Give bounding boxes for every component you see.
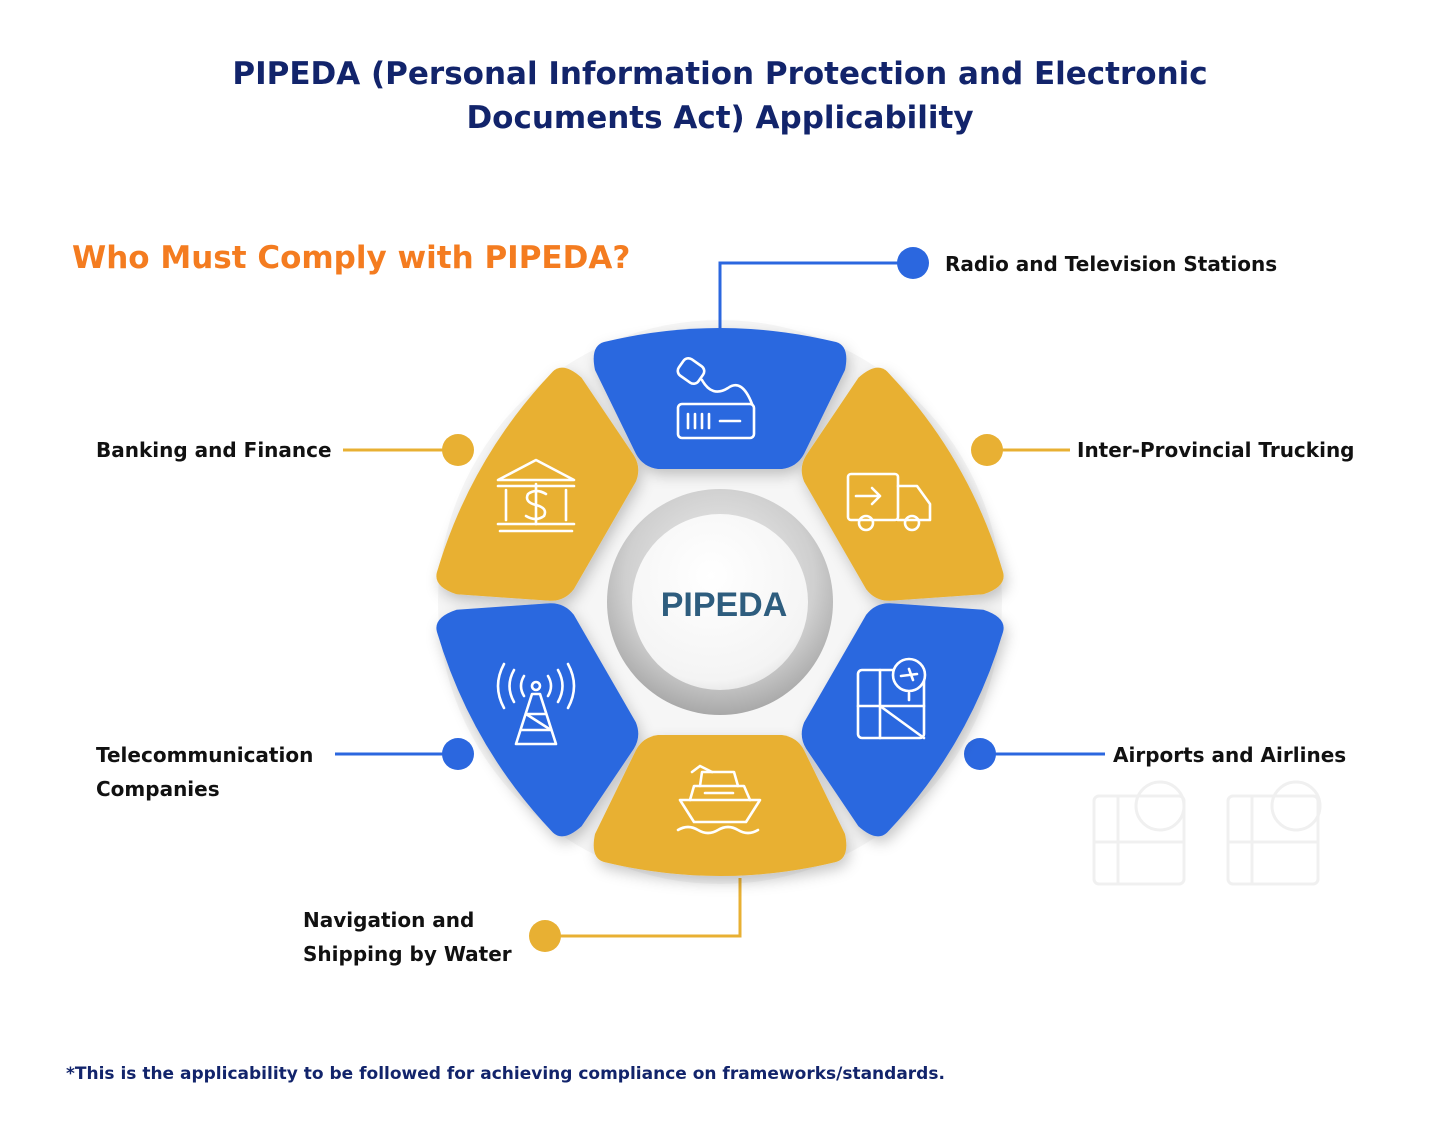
truck-icon [846, 472, 932, 532]
label-airports-line-1: Airports and Airlines [1113, 743, 1347, 767]
connector-lines [335, 247, 1105, 952]
label-trucking-line-1: Inter-Provincial Trucking [1077, 438, 1355, 462]
label-trucking: Inter-Provincial Trucking [1077, 433, 1355, 467]
bank-icon [496, 458, 576, 533]
connector-dot-trucking [971, 434, 1003, 466]
connector-dot-airports [964, 738, 996, 770]
connector-dot-banking [442, 434, 474, 466]
connector-shipping [545, 878, 742, 938]
label-shipping-line-2: Shipping by Water [303, 942, 512, 966]
label-shipping-line-1: Navigation and [303, 908, 475, 932]
decorative-map-icons [1092, 780, 1322, 886]
connector-dot-shipping [529, 920, 561, 952]
footnote: *This is the applicability to be followe… [66, 1064, 945, 1084]
page-title: PIPEDA (Personal Information Protection … [0, 52, 1440, 140]
antenna-tower-icon [496, 662, 576, 746]
connector-dot-radio [897, 247, 929, 279]
label-telecom: Telecommunication Companies [96, 738, 313, 806]
connector-radio [718, 261, 913, 328]
center-disc [632, 514, 808, 690]
title-line-1: PIPEDA (Personal Information Protection … [232, 56, 1208, 92]
label-banking-line-1: Banking and Finance [96, 438, 332, 462]
label-banking: Banking and Finance [96, 433, 332, 467]
section-subtitle: Who Must Comply with PIPEDA? [72, 240, 631, 276]
airport-map-icon [856, 657, 927, 740]
title-line-2: Documents Act) Applicability [466, 100, 974, 136]
radio-transmitter-icon [676, 356, 756, 440]
ship-icon [676, 764, 762, 835]
label-telecom-line-2: Companies [96, 777, 220, 801]
label-telecom-line-1: Telecommunication [96, 743, 314, 767]
label-airports: Airports and Airlines [1113, 738, 1346, 772]
connector-dot-telecom [442, 738, 474, 770]
label-shipping: Navigation and Shipping by Water [303, 903, 512, 971]
label-radio: Radio and Television Stations [945, 247, 1277, 281]
center-label: PIPEDA [661, 586, 788, 624]
label-radio-line-1: Radio and Television Stations [945, 252, 1278, 276]
